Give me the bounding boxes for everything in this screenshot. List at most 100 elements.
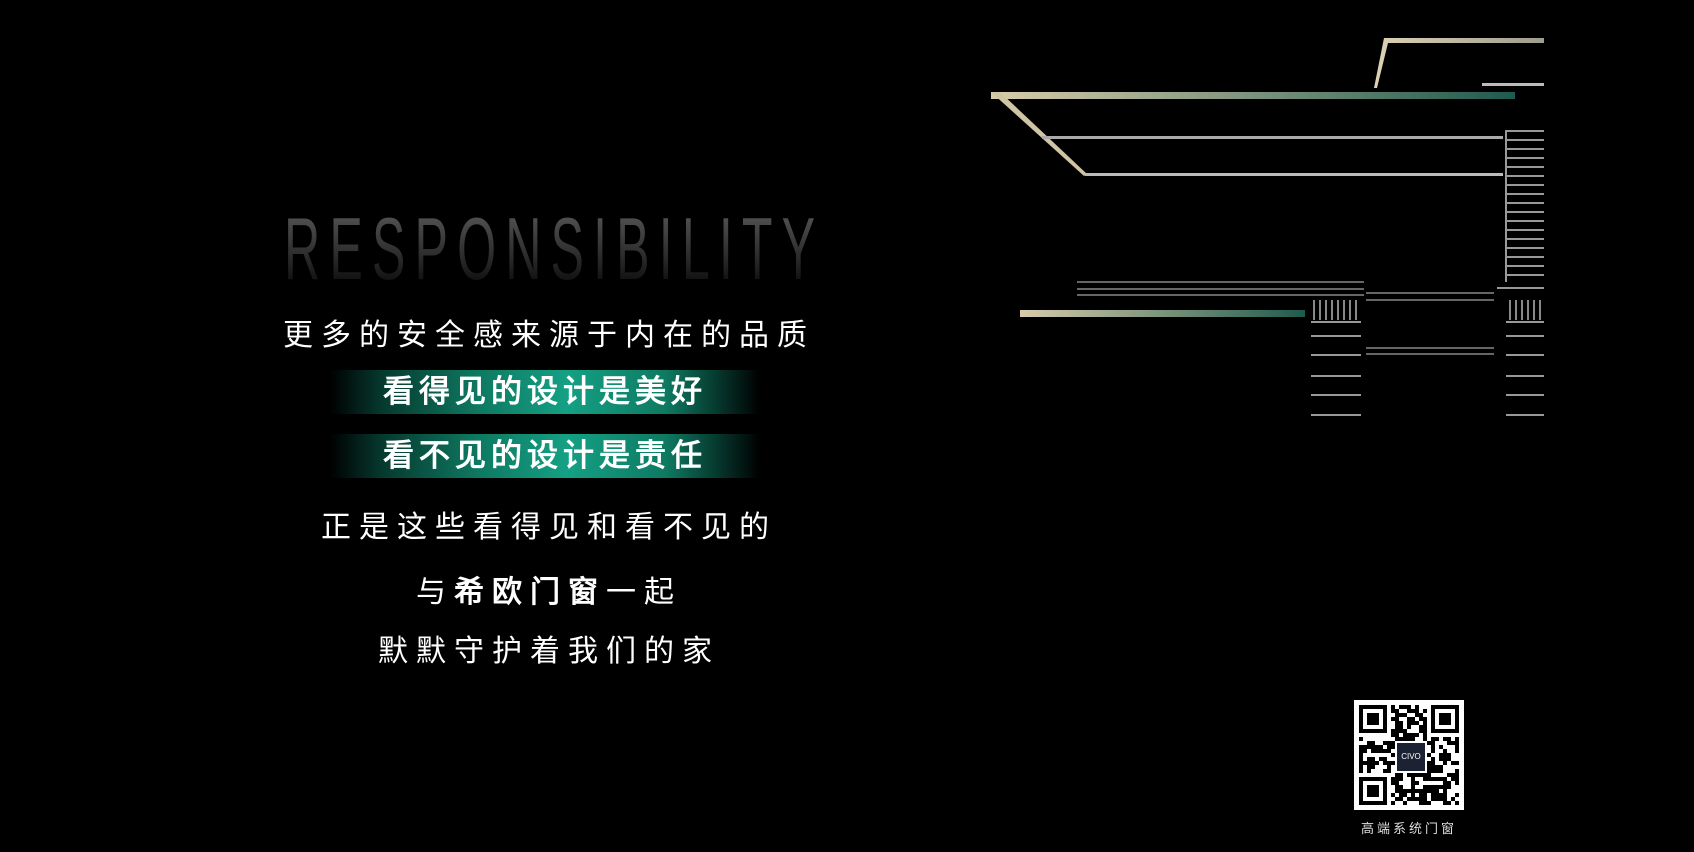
qr-module <box>1363 749 1367 753</box>
qr-module <box>1367 765 1371 769</box>
qr-module <box>1419 725 1423 729</box>
qr-module <box>1359 749 1363 753</box>
ladder-rung <box>1505 184 1544 186</box>
qr-module <box>1375 785 1379 789</box>
qr-module <box>1431 793 1435 797</box>
line-5-suffix: 一起 <box>606 575 682 610</box>
ladder-rung <box>1311 375 1361 377</box>
qr-module <box>1407 733 1411 737</box>
qr-module <box>1435 705 1439 709</box>
qr-module <box>1423 785 1427 789</box>
qr-module <box>1447 741 1451 745</box>
qr-module <box>1439 745 1443 749</box>
qr-module <box>1371 717 1375 721</box>
qr-module <box>1359 781 1363 785</box>
qr-module <box>1423 789 1427 793</box>
ladder-rung <box>1505 202 1544 204</box>
qr-module <box>1399 773 1403 777</box>
qr-module <box>1383 801 1387 805</box>
qr-module <box>1423 733 1427 737</box>
qr-module <box>1439 717 1443 721</box>
qr-module <box>1411 777 1415 781</box>
qr-module <box>1391 741 1395 745</box>
qr-module <box>1455 777 1459 781</box>
qr-module <box>1367 713 1371 717</box>
qr-module <box>1443 713 1447 717</box>
qr-module <box>1399 789 1403 793</box>
qr-module <box>1367 717 1371 721</box>
qr-module <box>1455 761 1459 765</box>
qr-module <box>1447 773 1451 777</box>
qr-module <box>1379 757 1383 761</box>
qr-module <box>1379 745 1383 749</box>
qr-module <box>1399 793 1403 797</box>
qr-module <box>1439 757 1443 761</box>
qr-module <box>1383 769 1387 773</box>
qr-module <box>1411 789 1415 793</box>
qr-module <box>1411 709 1415 713</box>
qr-module <box>1415 705 1419 709</box>
qr-module <box>1423 773 1427 777</box>
qr-module <box>1395 737 1399 741</box>
qr-module <box>1375 705 1379 709</box>
qr-module <box>1419 729 1423 733</box>
qr-module <box>1411 773 1415 777</box>
qr-module <box>1383 785 1387 789</box>
qr-module <box>1367 789 1371 793</box>
ladder-rung <box>1505 130 1507 282</box>
qr-module <box>1371 741 1375 745</box>
qr-module <box>1427 769 1431 773</box>
qr-module <box>1383 729 1387 733</box>
qr-module <box>1415 733 1419 737</box>
qr-module <box>1383 797 1387 801</box>
qr-module <box>1371 761 1375 765</box>
qr-module <box>1411 785 1415 789</box>
qr-module <box>1391 729 1395 733</box>
qr-module <box>1367 721 1371 725</box>
body-line-5: 与希欧门窗一起 <box>0 567 1098 611</box>
brand-logo: CIVO <box>1395 741 1427 773</box>
hanging-lines <box>1089 335 1476 640</box>
qr-module <box>1407 705 1411 709</box>
qr-module <box>1443 761 1447 765</box>
qr-module <box>1439 793 1443 797</box>
qr-module <box>1371 765 1375 769</box>
qr-module <box>1439 721 1443 725</box>
ladder-rung <box>1505 166 1544 168</box>
ladder-rung <box>1505 148 1544 150</box>
qr-code[interactable]: CIVO <box>1354 700 1464 810</box>
qr-module <box>1423 793 1427 797</box>
qr-module <box>1391 781 1395 785</box>
main-roof-bar <box>991 92 1515 176</box>
qr-module <box>1447 737 1451 741</box>
qr-module <box>1407 709 1411 713</box>
floor-lines <box>1077 281 1494 355</box>
qr-module <box>1359 717 1363 721</box>
qr-module <box>1371 785 1375 789</box>
qr-module <box>1447 717 1451 721</box>
qr-module <box>1455 769 1459 773</box>
ladder-rung <box>1506 394 1544 396</box>
qr-module <box>1451 761 1455 765</box>
qr-module <box>1395 725 1399 729</box>
qr-module <box>1447 753 1451 757</box>
qr-module <box>1439 769 1443 773</box>
qr-module <box>1443 721 1447 725</box>
qr-module <box>1363 729 1367 733</box>
qr-module <box>1375 729 1379 733</box>
qr-module <box>1371 777 1375 781</box>
qr-module <box>1359 705 1363 709</box>
qr-module <box>1379 801 1383 805</box>
qr-module <box>1443 757 1447 761</box>
qr-module <box>1455 781 1459 785</box>
qr-module <box>1415 713 1419 717</box>
ladder-rung <box>1505 220 1544 222</box>
qr-module <box>1367 745 1371 749</box>
qr-module <box>1371 745 1375 749</box>
qr-module <box>1403 789 1407 793</box>
qr-module <box>1419 717 1423 721</box>
qr-module <box>1367 793 1371 797</box>
qr-module <box>1423 709 1427 713</box>
qr-module <box>1431 749 1435 753</box>
